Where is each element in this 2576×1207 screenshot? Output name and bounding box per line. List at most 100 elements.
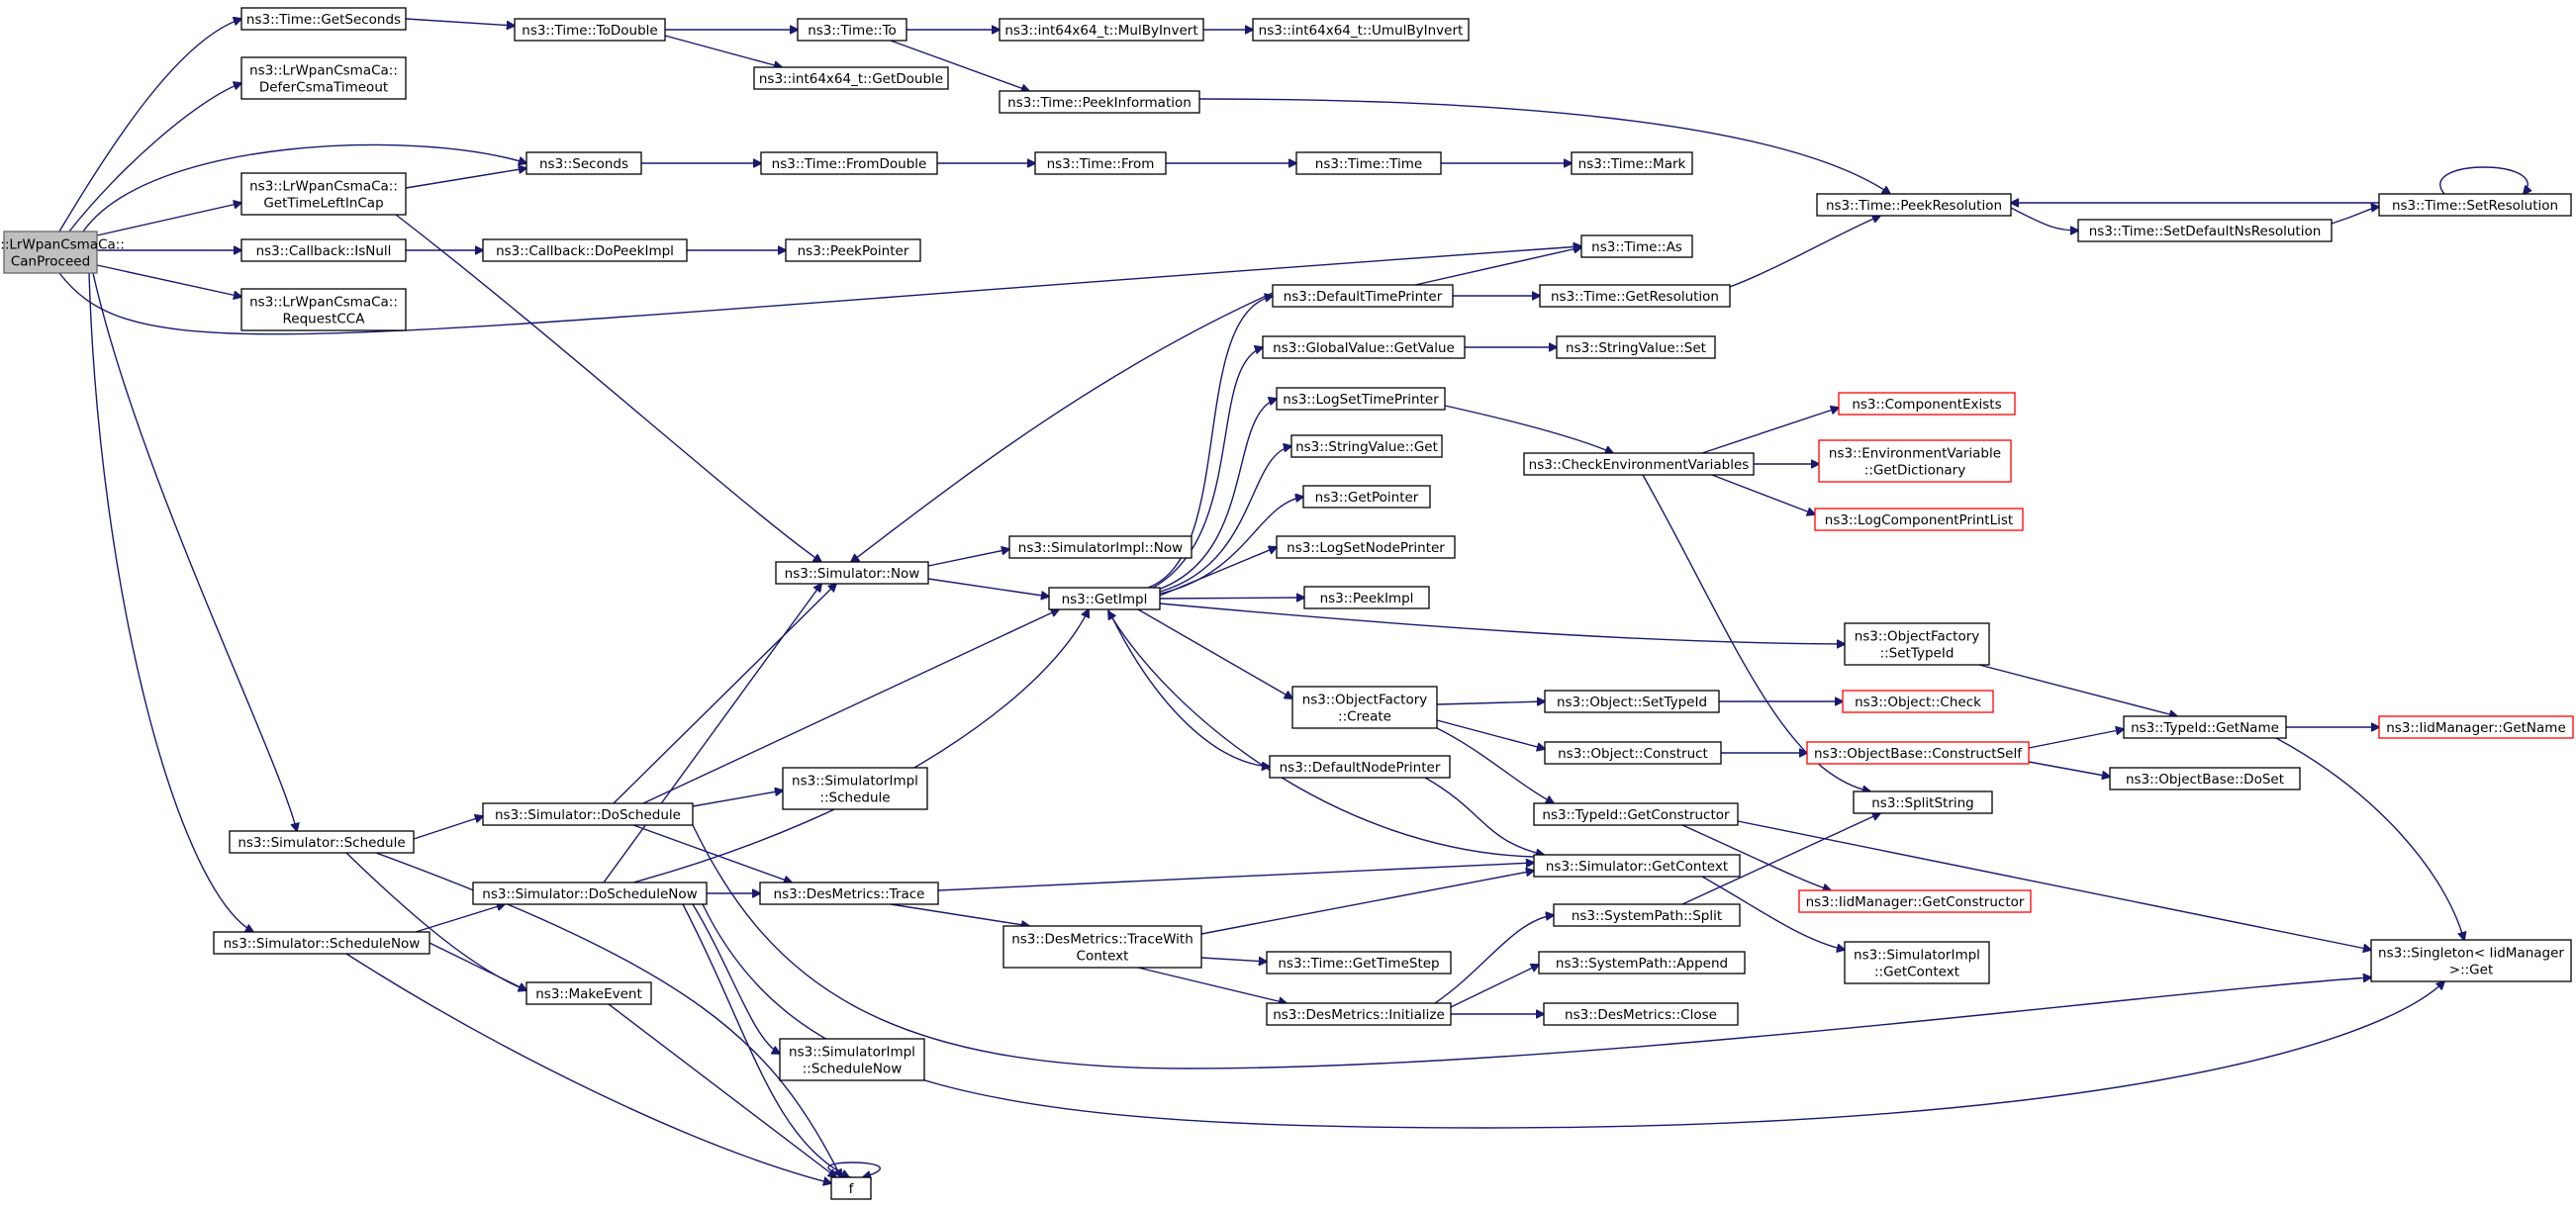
node-typeidgetconstructor[interactable]: ns3::TypeId::GetConstructor (1533, 802, 1739, 826)
node-componentexists[interactable]: ns3::ComponentExists (1838, 392, 2016, 416)
node-objfactorycreate[interactable]: ns3::ObjectFactory::Create (1291, 686, 1438, 729)
node-root[interactable]: ns3::LrWpanCsmaCa::CanProceed (0, 231, 125, 274)
node-box-singletonget (2370, 939, 2572, 982)
node-simimplgetcontext[interactable]: ns3::SimulatorImpl::GetContext (1844, 941, 1990, 984)
node-label-schedule-0: ns3::Simulator::Schedule (238, 835, 405, 851)
node-box-getdouble (753, 66, 949, 90)
node-label-setresolution-0: ns3::Time::SetResolution (2392, 198, 2558, 214)
node-label-tracewithcontext-0: ns3::DesMetrics::TraceWith (1011, 932, 1193, 948)
node-label-defaulttimeprinter-0: ns3::DefaultTimePrinter (1284, 289, 1443, 305)
node-gettimeleft[interactable]: ns3::LrWpanCsmaCa::GetTimeLeftInCap (240, 172, 407, 216)
node-isnull[interactable]: ns3::Callback::IsNull (240, 238, 407, 262)
node-getdouble[interactable]: ns3::int64x64_t::GetDouble (753, 66, 949, 90)
node-timeas[interactable]: ns3::Time::As (1580, 234, 1693, 258)
node-todouble[interactable]: ns3::Time::ToDouble (514, 18, 666, 42)
edge-peekinformation-to-peekresolution (1198, 98, 1890, 194)
node-gettimestep[interactable]: ns3::Time::GetTimeStep (1266, 951, 1452, 975)
node-logcomplist[interactable]: ns3::LogComponentPrintList (1814, 508, 2024, 531)
node-typeidgetname[interactable]: ns3::TypeId::GetName (2123, 715, 2287, 739)
node-schedule[interactable]: ns3::Simulator::Schedule (229, 830, 415, 854)
node-stringvalueget[interactable]: ns3::StringValue::Get (1290, 434, 1443, 458)
node-simimplschedulenow[interactable]: ns3::SimulatorImpl::ScheduleNow (779, 1038, 925, 1081)
edge-getimpl-to-peekimpl (1159, 598, 1304, 599)
edge-typeidgetconstructor-to-singletonget (1737, 820, 2371, 950)
node-from[interactable]: ns3::Time::From (1034, 151, 1167, 175)
node-objsettypeid[interactable]: ns3::Object::SetTypeId (1544, 690, 1720, 713)
node-box-objsettypeid (1544, 690, 1720, 713)
node-schedulenow[interactable]: ns3::Simulator::ScheduleNow (213, 931, 430, 955)
node-peekresolution[interactable]: ns3::Time::PeekResolution (1816, 193, 2012, 217)
edge-root-to-seconds (82, 143, 526, 232)
node-fromdouble[interactable]: ns3::Time::FromDouble (760, 151, 938, 175)
node-box-to (797, 18, 907, 42)
node-seconds[interactable]: ns3::Seconds (525, 151, 642, 175)
edge-doschedulenow-to-simimplschedulenow (692, 903, 780, 1054)
node-to[interactable]: ns3::Time::To (797, 18, 907, 42)
node-objfactorysettypeid[interactable]: ns3::ObjectFactory::SetTypeId (1844, 622, 1990, 666)
node-systempathsplit[interactable]: ns3::SystemPath::Split (1553, 903, 1741, 927)
node-timetime[interactable]: ns3::Time::Time (1295, 151, 1442, 175)
node-box-envdict (1818, 439, 2012, 483)
node-getimpl[interactable]: ns3::GetImpl (1048, 587, 1161, 610)
node-peekimpl[interactable]: ns3::PeekImpl (1303, 586, 1430, 609)
node-iidmanagergetconstructor[interactable]: ns3::IidManager::GetConstructor (1798, 889, 2032, 913)
node-logsetnodeprinter[interactable]: ns3::LogSetNodePrinter (1276, 535, 1456, 559)
node-stringvalueset[interactable]: ns3::StringValue::Set (1556, 335, 1716, 359)
node-globalvalue[interactable]: ns3::GlobalValue::GetValue (1262, 335, 1466, 359)
node-doschedule[interactable]: ns3::Simulator::DoSchedule (482, 802, 694, 826)
node-label-timeas-0: ns3::Time::As (1591, 239, 1682, 255)
node-defer[interactable]: ns3::LrWpanCsmaCa::DeferCsmaTimeout (240, 56, 407, 100)
node-simimplnow[interactable]: ns3::SimulatorImpl::Now (1008, 535, 1193, 559)
node-mark[interactable]: ns3::Time::Mark (1571, 151, 1693, 175)
node-label-logcomplist-0: ns3::LogComponentPrintList (1825, 512, 2013, 528)
node-desmetricstrace[interactable]: ns3::DesMetrics::Trace (759, 882, 939, 905)
node-mulbyinvert[interactable]: ns3::int64x64_t::MulByInvert (999, 18, 1204, 42)
edge-getimpl-to-defaultnodeprinter (1107, 608, 1270, 767)
node-box-defer (240, 56, 407, 100)
node-box-componentexists (1838, 392, 2016, 416)
edge-peekresolution-to-setdefaultns (2010, 207, 2078, 231)
node-objbasedoset[interactable]: ns3::ObjectBase::DoSet (2109, 767, 2301, 790)
node-objcheck[interactable]: ns3::Object::Check (1842, 690, 1994, 713)
node-getseconds[interactable]: ns3::Time::GetSeconds (240, 7, 407, 31)
node-setresolution[interactable]: ns3::Time::SetResolution (2378, 193, 2572, 217)
node-box-systempathappend (1538, 951, 1746, 975)
node-box-simimplnow (1008, 535, 1193, 559)
node-box-checkenv (1523, 452, 1755, 476)
node-desmetricsinit[interactable]: ns3::DesMetrics::Initialize (1266, 1002, 1452, 1026)
node-objbaseconstructself[interactable]: ns3::ObjectBase::ConstructSelf (1806, 741, 2030, 765)
node-envdict[interactable]: ns3::EnvironmentVariable::GetDictionary (1818, 439, 2012, 483)
node-simnow[interactable]: ns3::Simulator::Now (775, 561, 929, 585)
node-peekpointer[interactable]: ns3::PeekPointer (785, 238, 921, 262)
node-checkenv[interactable]: ns3::CheckEnvironmentVariables (1523, 452, 1755, 476)
node-setdefaultns[interactable]: ns3::Time::SetDefaultNsResolution (2077, 219, 2333, 242)
node-box-iidmanagergetname (2378, 715, 2574, 739)
node-splitstring[interactable]: ns3::SplitString (1853, 790, 1993, 814)
node-systempathappend[interactable]: ns3::SystemPath::Append (1538, 951, 1746, 975)
node-makeevent[interactable]: ns3::MakeEvent (525, 981, 652, 1005)
node-desmetricsclose[interactable]: ns3::DesMetrics::Close (1543, 1002, 1739, 1026)
node-umulbyinvert[interactable]: ns3::int64x64_t::UmulByInvert (1252, 18, 1470, 42)
edge-gettimeleft-to-seconds (405, 168, 526, 189)
node-doschedulenow[interactable]: ns3::Simulator::DoScheduleNow (472, 882, 708, 905)
node-simgetcontext[interactable]: ns3::Simulator::GetContext (1533, 854, 1741, 878)
node-peekinformation[interactable]: ns3::Time::PeekInformation (999, 90, 1200, 114)
node-defaulttimeprinter[interactable]: ns3::DefaultTimePrinter (1272, 284, 1454, 308)
node-singletonget[interactable]: ns3::Singleton< IidManager>::Get (2370, 939, 2572, 982)
node-objconstruct[interactable]: ns3::Object::Construct (1544, 741, 1722, 765)
node-box-iidmanagergetconstructor (1798, 889, 2032, 913)
node-box-typeidgetconstructor (1533, 802, 1739, 826)
node-dopeekimpl[interactable]: ns3::Callback::DoPeekImpl (482, 238, 688, 262)
node-label-objsettypeid-0: ns3::Object::SetTypeId (1557, 695, 1707, 710)
node-f[interactable]: f (830, 1176, 872, 1200)
node-label-desmetricsinit-0: ns3::DesMetrics::Initialize (1273, 1007, 1445, 1023)
node-getresolution[interactable]: ns3::Time::GetResolution (1539, 284, 1731, 308)
node-requestcca[interactable]: ns3::LrWpanCsmaCa::RequestCCA (240, 288, 407, 331)
node-getpointer[interactable]: ns3::GetPointer (1302, 485, 1431, 509)
node-logsettimeprinter[interactable]: ns3::LogSetTimePrinter (1276, 387, 1446, 411)
node-simimplschedule[interactable]: ns3::SimulatorImpl::Schedule (782, 767, 928, 810)
node-iidmanagergetname[interactable]: ns3::IidManager::GetName (2378, 715, 2574, 739)
node-label-todouble-0: ns3::Time::ToDouble (522, 23, 657, 39)
node-defaultnodeprinter[interactable]: ns3::DefaultNodePrinter (1269, 755, 1451, 779)
